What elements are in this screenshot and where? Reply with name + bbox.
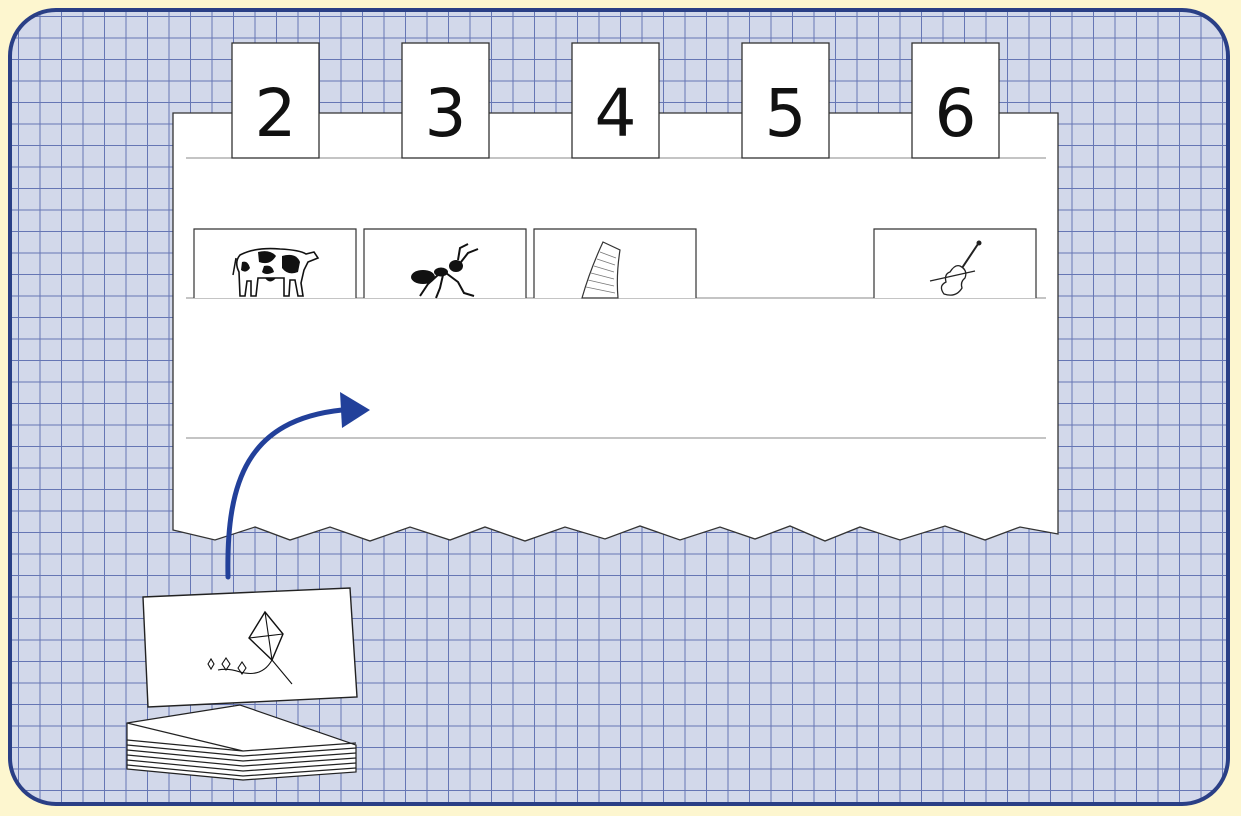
tab-5: 5	[742, 43, 829, 158]
tab-number: 5	[765, 75, 807, 152]
tab-number: 3	[425, 75, 467, 152]
picture-card-cow[interactable]	[194, 229, 356, 298]
tab-2: 2	[232, 43, 319, 158]
tab-3: 3	[402, 43, 489, 158]
top-card[interactable]	[143, 588, 357, 707]
tab-4: 4	[572, 43, 659, 158]
picture-card-ant[interactable]	[364, 229, 526, 298]
picture-card-violin[interactable]	[874, 229, 1036, 298]
chart-sheet	[173, 113, 1058, 541]
card-deck[interactable]	[127, 588, 357, 780]
tab-number: 4	[595, 75, 637, 152]
tab-number: 6	[935, 75, 977, 152]
sorting-chart	[173, 113, 1058, 541]
tab-6: 6	[912, 43, 999, 158]
picture-card-paper[interactable]	[534, 229, 696, 298]
tab-number: 2	[255, 75, 297, 152]
card-stack-icon	[127, 705, 356, 780]
